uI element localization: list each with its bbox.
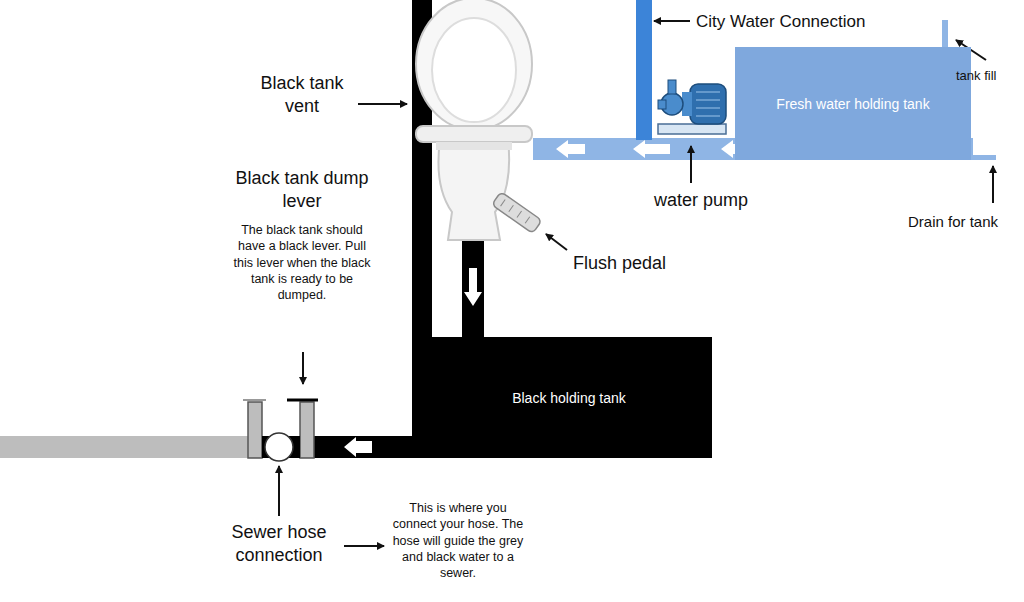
part-label: Sewer hose connection <box>214 521 344 568</box>
water-pump <box>658 80 726 134</box>
part-label: Black tank vent <box>242 72 362 119</box>
black-holding-tank: Black holding tank <box>426 337 712 458</box>
flow-arrow <box>344 437 372 457</box>
dump-valve <box>243 400 318 461</box>
drop-pipe <box>462 236 484 340</box>
tank-label: Black holding tank <box>512 390 626 406</box>
flow-arrows <box>556 140 750 158</box>
black-pipe <box>308 436 428 458</box>
note-text: The black tank should have a black lever… <box>227 222 377 303</box>
sewer-pipe <box>0 436 252 458</box>
tank-label: Fresh water holding tank <box>776 96 929 112</box>
flush-pedal <box>492 192 542 234</box>
part-label: Flush pedal <box>573 252 693 275</box>
city-water-pipe <box>636 0 652 140</box>
note-text: This is where you connect your hose. The… <box>387 500 529 581</box>
pipe-label: City Water Connection <box>696 11 906 33</box>
fresh-water-tank: Fresh water holding tank <box>735 47 971 160</box>
leader-lines <box>279 21 993 546</box>
fill-pipe <box>942 20 948 50</box>
part-label: Drain for tank <box>908 212 1020 232</box>
part-label: water pump <box>654 189 784 212</box>
flow-arrow <box>464 268 482 306</box>
part-label: tank fill <box>956 68 1020 85</box>
part-label: Black tank dump lever <box>232 167 372 214</box>
